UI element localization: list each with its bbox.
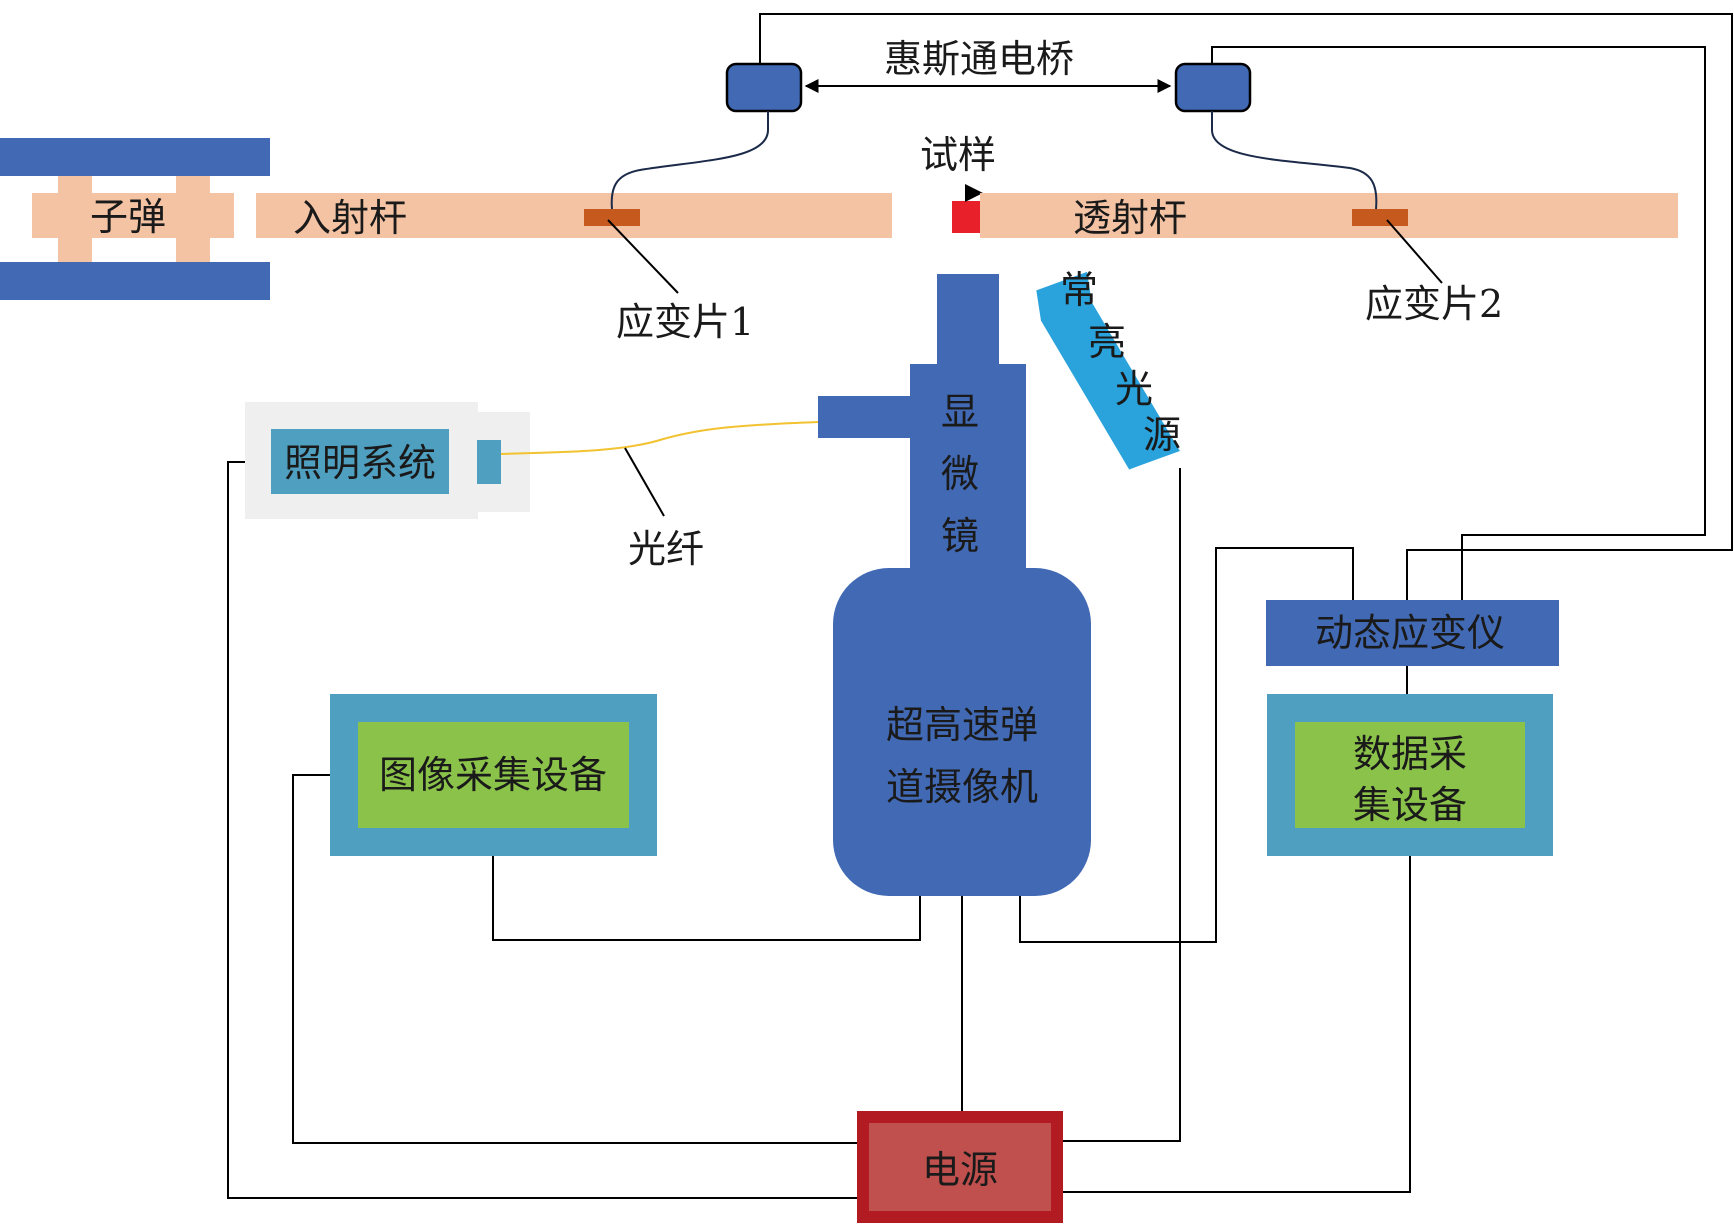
- wire-light-to-power: [1063, 468, 1181, 1142]
- wire-illumination-to-power: [227, 461, 857, 1199]
- transmission-bar: [980, 193, 1678, 238]
- strain-gauge-2-leader: [1386, 219, 1443, 284]
- light-source-char-2: 亮: [1088, 320, 1126, 364]
- dynamic-strain-meter-label: 动态应变仪: [1315, 611, 1505, 655]
- light-source-char-3: 光: [1115, 367, 1153, 411]
- launch-tube: [0, 138, 270, 300]
- specimen: [952, 201, 980, 233]
- strain-gauge-1-label: 应变片1: [616, 300, 754, 344]
- dynamic-strain-meter: [1266, 600, 1559, 666]
- camera-label-line-2: 道摄像机: [886, 765, 1038, 809]
- light-source-char-1: 常: [1060, 268, 1098, 312]
- light-source-char-4: 源: [1143, 413, 1181, 457]
- power-supply-label: 电源: [922, 1148, 998, 1192]
- strain-gauge-1: [584, 209, 640, 226]
- bridge-box-right: [1174, 62, 1252, 113]
- wire-data-acq-to-power: [1063, 856, 1411, 1193]
- microscope-lens-char-3: 镜: [941, 514, 979, 558]
- specimen-label: 试样: [920, 133, 996, 177]
- wire-bridge-right-to-meter: [1211, 46, 1706, 600]
- optical-fiber-label: 光纤: [628, 527, 704, 571]
- strain-gauge-1-leader: [607, 219, 679, 294]
- bullet: [32, 176, 234, 262]
- wire-bridge-left-to-meter: [759, 13, 1733, 600]
- microscope-lens-char-2: 微: [941, 452, 979, 496]
- incident-bar-label: 入射杆: [293, 196, 407, 240]
- wire-image-acq-to-power: [292, 774, 857, 1144]
- camera-label-line-1: 超高速弹: [886, 703, 1038, 747]
- strain-gauge-2: [1352, 209, 1408, 226]
- bullet-label: 子弹: [90, 195, 166, 239]
- power-supply-inner: [869, 1123, 1051, 1211]
- optical-fiber: [500, 421, 819, 455]
- data-acquisition-label-line-1: 数据采: [1353, 732, 1467, 776]
- wire-meter-to-camera: [1019, 547, 1354, 943]
- image-acquisition-inner: [358, 722, 629, 828]
- gauge-1-lead: [610, 111, 769, 210]
- illumination-system: [245, 402, 530, 519]
- tube-top-wall: [0, 138, 270, 176]
- microscope-lens: [818, 274, 1026, 580]
- data-acquisition-inner: [1295, 722, 1525, 828]
- data-acquisition-label-line-2: 集设备: [1353, 783, 1467, 827]
- incident-bar: [256, 193, 892, 238]
- wheatstone-bridge-label: 惠斯通电桥: [884, 37, 1074, 81]
- camera-body: [833, 568, 1091, 896]
- constant-light-source: [1036, 271, 1180, 470]
- microscope-lens-char-1: 显: [941, 390, 979, 434]
- bridge-box-left: [725, 62, 803, 113]
- tube-bottom-wall: [0, 262, 270, 300]
- transmission-bar-label: 透射杆: [1073, 196, 1187, 240]
- strain-gauge-2-label: 应变片2: [1365, 282, 1503, 326]
- illumination-system-label: 照明系统: [284, 441, 436, 485]
- optical-fiber-leader: [624, 447, 665, 517]
- image-acquisition-label: 图像采集设备: [379, 753, 607, 797]
- wire-camera-to-image-acq: [492, 856, 921, 941]
- gauge-2-lead: [1211, 111, 1378, 210]
- specimen-pointer: [965, 184, 983, 202]
